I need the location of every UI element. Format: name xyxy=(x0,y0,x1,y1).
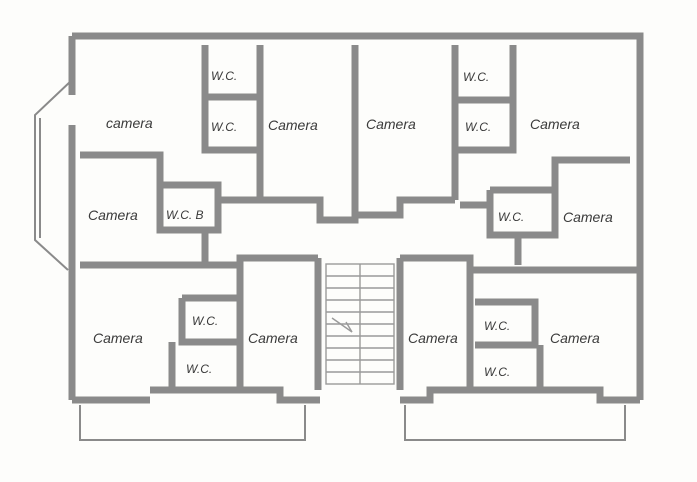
wc-label: W.C. xyxy=(211,69,237,83)
room-label-camera: Camera xyxy=(366,116,416,132)
room-label-camera: Camera xyxy=(93,330,143,346)
wc-label: W.C. B xyxy=(166,208,204,222)
wc-label: W.C. xyxy=(463,70,489,84)
outer-walls xyxy=(34,32,644,441)
room-label-camera: Camera xyxy=(408,330,458,346)
room-label-camera: Camera xyxy=(563,209,613,225)
interior-walls xyxy=(80,45,640,390)
wc-label: W.C. xyxy=(498,210,524,224)
room-label-camera: Camera xyxy=(88,207,138,223)
staircase xyxy=(325,263,395,385)
wc-label: W.C. xyxy=(211,120,237,134)
room-label-camera: Camera xyxy=(248,330,298,346)
room-label-camera: camera xyxy=(106,115,153,131)
wc-label: W.C. xyxy=(484,365,510,379)
room-label-camera: Camera xyxy=(550,330,600,346)
wc-labels: W.C. W.C. W.C. W.C. W.C. B W.C. W.C. W.C… xyxy=(166,69,524,379)
wc-label: W.C. xyxy=(186,362,212,376)
wc-label: W.C. xyxy=(465,120,491,134)
wc-label: W.C. xyxy=(484,319,510,333)
room-label-camera: Camera xyxy=(530,116,580,132)
room-labels: camera Camera Camera Camera Camera Camer… xyxy=(88,115,613,346)
wc-label: W.C. xyxy=(192,314,218,328)
room-label-camera: Camera xyxy=(268,117,318,133)
